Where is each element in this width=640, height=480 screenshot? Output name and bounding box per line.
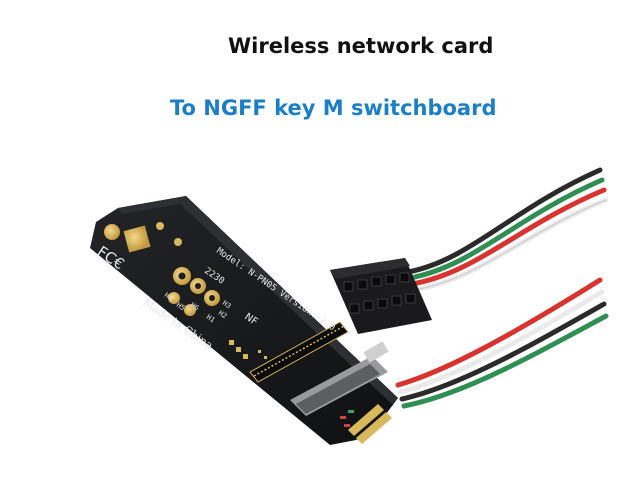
m2-adapter-board: Model: N-PN05 Version: 2.0 2230 Made in … xyxy=(90,196,398,445)
upper-cable xyxy=(405,167,609,293)
hole-label-2: H2 xyxy=(217,309,228,320)
hole-label-6: H6 xyxy=(189,301,200,312)
page-subtitle: To NGFF key M switchboard xyxy=(170,96,497,120)
pin-header-connector xyxy=(330,258,432,334)
hole-label-5: H5 xyxy=(175,301,186,312)
lower-cable xyxy=(395,277,609,409)
ffc-connector xyxy=(290,341,389,416)
hole-label-3: H3 xyxy=(221,299,232,310)
hole-label-1: H1 xyxy=(205,313,216,324)
hole-label-4: H4 xyxy=(163,291,174,302)
page-title: Wireless network card xyxy=(228,34,494,58)
